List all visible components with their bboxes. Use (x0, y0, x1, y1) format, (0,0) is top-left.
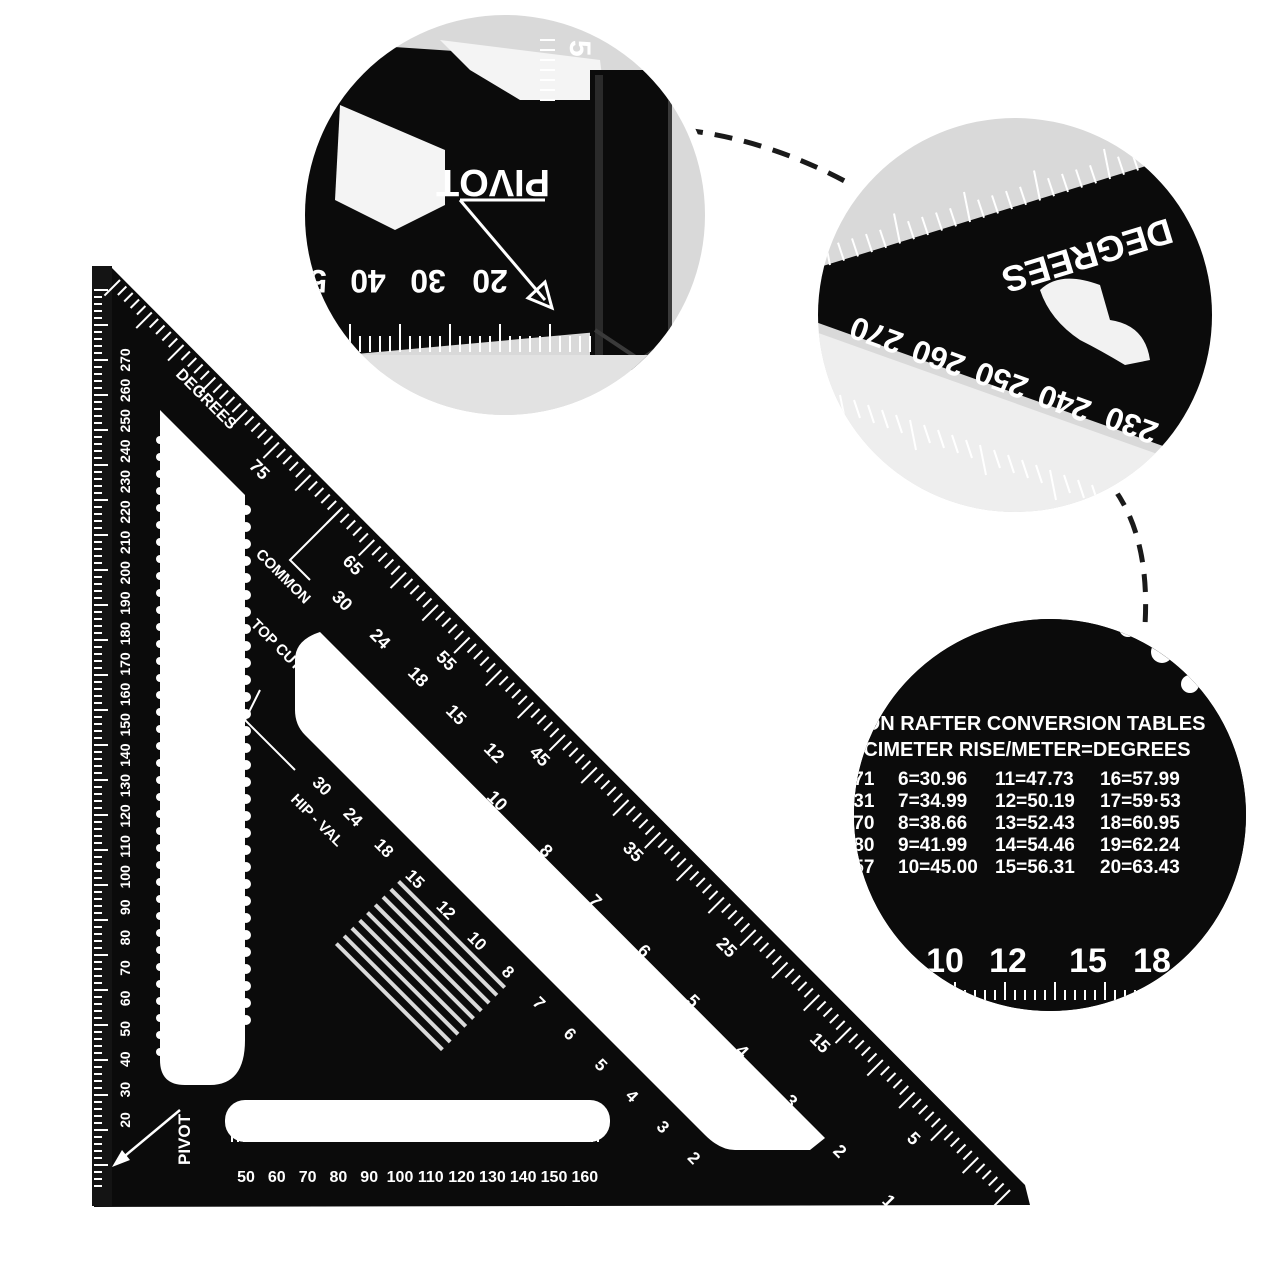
callout-line-right (1112, 488, 1149, 626)
top-cuts-arrow-icon (243, 689, 296, 771)
left-ruler-number: 50 (117, 1021, 133, 1037)
zoom-table-cell: 14=54.46 (995, 835, 1075, 856)
left-ruler-number: 180 (117, 622, 133, 646)
left-ruler-number: 160 (117, 683, 133, 707)
zoom-table-cell: .31 (848, 791, 875, 812)
zoom-table-cell: 8=38.66 (898, 813, 967, 834)
speed-square: 2702602502402302202102001901801701601501… (92, 266, 1030, 1212)
diagonal-slot (295, 632, 825, 1150)
zoom-table-cell: 16=57.99 (1100, 769, 1180, 790)
zoom-table-cell: .70 (848, 813, 874, 834)
left-ruler-number: 150 (117, 713, 133, 737)
zoom-table-cell: 10=45.00 (898, 857, 978, 878)
bottom-ruler-ticks (231, 1132, 599, 1142)
bottom-slot (225, 1100, 610, 1142)
left-ruler-number: 40 (117, 1051, 133, 1067)
left-ruler-number: 130 (117, 774, 133, 798)
left-ruler-number: 190 (117, 591, 133, 615)
zoom-table-scale-number: 18 (1133, 942, 1171, 980)
left-ruler-number: 70 (117, 960, 133, 976)
left-ruler-number: 60 (117, 990, 133, 1006)
bottom-ruler-number: 110 (418, 1169, 444, 1186)
zoom-table-cell: 12=50.19 (995, 791, 1075, 812)
square-body (92, 266, 1030, 1207)
zoom-pivot-label: PIVOT (436, 161, 550, 203)
left-ruler-number: 270 (117, 348, 133, 372)
left-ruler-number: 100 (117, 865, 133, 889)
left-ruler-number: 240 (117, 439, 133, 463)
bottom-ruler-number: 90 (360, 1169, 378, 1186)
bottom-ruler-number: 100 (387, 1169, 414, 1186)
common-arrow-icon (288, 509, 341, 581)
bottom-ruler-number: 150 (541, 1169, 568, 1186)
zoom-table-cell: .80 (848, 835, 874, 856)
left-ruler-number: 90 (117, 899, 133, 915)
zoom-table-cell: 6=30.96 (898, 769, 967, 790)
zoom-pivot-number: 20 (472, 263, 508, 299)
left-ruler-number: 80 (117, 930, 133, 946)
left-slot-notches (156, 436, 251, 1056)
left-ruler-number: 200 (117, 561, 133, 585)
zoom-table-cell: 20=63.43 (1100, 857, 1180, 878)
callout-line-top (684, 127, 854, 188)
zoom-circle-table: MON RAFTER CONVERSION TABLES ECIMETER RI… (846, 611, 1254, 1019)
zoom-table-cell: 15=56.31 (995, 857, 1075, 878)
zoom-table-subtitle: ECIMETER RISE/METER=DEGREES (850, 739, 1191, 761)
zoom-pivot-arrow-icon (525, 279, 555, 311)
left-ruler-numbers: 270 260 250 240 230 220 210 200 190 180 170 160 150 1… (117, 348, 133, 1128)
pivot-label: PIVOT (175, 1113, 194, 1165)
left-ruler-number: 30 (117, 1082, 133, 1098)
left-ruler-number: 210 (117, 531, 133, 555)
zoom-table-title: MON RAFTER CONVERSION TABLES (848, 713, 1205, 735)
bottom-ruler-number: 140 (510, 1169, 537, 1186)
zoom-table-cell: 17=59·53 (1100, 791, 1181, 812)
bottom-ruler-number: 120 (448, 1169, 475, 1186)
zoom-table-cell: 9=41.99 (898, 835, 967, 856)
hypotenuse-ruler-ticks (103, 279, 1011, 1207)
pivot-arrowhead-icon (112, 1150, 130, 1167)
zoom-table-cell: 7=34.99 (898, 791, 967, 812)
pivot-arrow-icon (119, 1109, 181, 1161)
square-lip (92, 266, 112, 1206)
zoom-table-scale-number: 15 (1069, 942, 1107, 980)
left-ruler-number: 120 (117, 804, 133, 828)
zoom-pivot-top-number: 5 (563, 40, 596, 57)
zoom-table-cell: .71 (848, 769, 875, 790)
zoom-table-cell: 19=62.24 (1100, 835, 1180, 856)
left-ruler-number: 20 (117, 1112, 133, 1128)
left-slot (160, 410, 245, 1085)
zoom-table-cell: 11=47.73 (995, 769, 1074, 790)
bottom-ruler-number: 50 (237, 1169, 255, 1186)
left-ruler-number: 250 (117, 409, 133, 433)
zoom-table-cell: 13=52.43 (995, 813, 1075, 834)
left-ruler-ticks (94, 289, 108, 1187)
bottom-ruler-number: 70 (299, 1169, 317, 1186)
zoom-table-cell: 18=60.95 (1100, 813, 1180, 834)
bottom-ruler-number: 160 (571, 1169, 598, 1186)
bottom-ruler-number: 60 (268, 1169, 286, 1186)
left-ruler-number: 220 (117, 500, 133, 524)
bottom-ruler-number: 80 (330, 1169, 348, 1186)
left-ruler-number: 110 (117, 835, 133, 858)
zoom-pivot-number: 40 (350, 263, 386, 299)
zoom-pivot-number: 30 (410, 263, 446, 299)
left-ruler-number: 170 (117, 652, 133, 676)
left-ruler-number: 230 (117, 470, 133, 494)
bottom-ruler-number: 130 (479, 1169, 506, 1186)
left-ruler-number: 260 (117, 379, 133, 403)
mini-conversion-table (334, 880, 507, 1052)
left-ruler-number: 140 (117, 743, 133, 767)
zoom-table-rows: .71 6=30.96 11=47.73 16=57.99 .31 7=34.99 12=5… (848, 769, 1181, 878)
zoom-table-scale-number: 12 (989, 942, 1027, 980)
